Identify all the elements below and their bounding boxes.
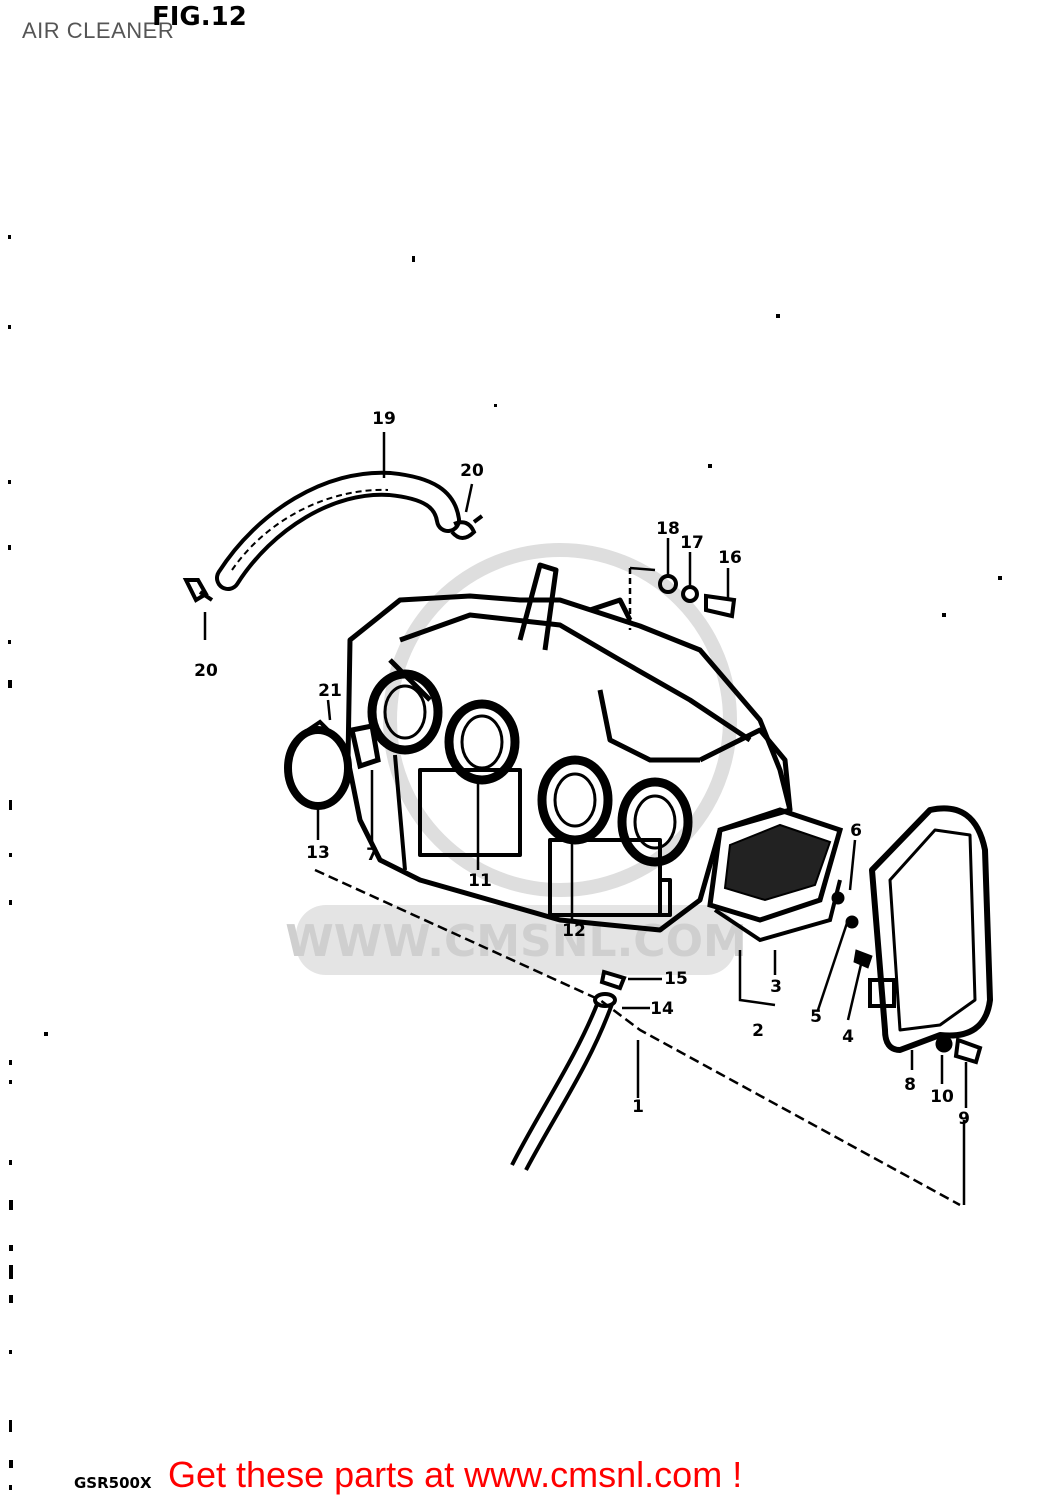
hose-19 (215, 470, 461, 591)
watermark-text: WWW.CMSNL.COM (285, 916, 747, 967)
callout-17: 17 (680, 533, 704, 553)
callout-11: 11 (468, 871, 492, 891)
model-code: GSR500X (74, 1474, 152, 1492)
callout-6: 6 (850, 821, 862, 841)
leader-lines (203, 432, 968, 1207)
hardware (599, 574, 983, 1065)
callout-18: 18 (656, 519, 680, 539)
callout-20-left: 20 (194, 661, 218, 681)
scan-specks (8, 235, 1002, 1490)
callout-8: 8 (904, 1075, 916, 1095)
cover-8 (869, 805, 993, 1053)
air-cleaner-housing (345, 562, 793, 933)
callout-15: 15 (664, 969, 688, 989)
callout-5: 5 (810, 1007, 822, 1027)
clamp-7 (349, 723, 381, 770)
callout-10: 10 (930, 1087, 954, 1107)
intake-ring-12 (537, 755, 613, 845)
band-13 (284, 719, 352, 810)
callout-20-top: 20 (460, 461, 484, 481)
clip-20-top (450, 514, 484, 540)
callout-1: 1 (632, 1097, 644, 1117)
callout-21: 21 (318, 681, 342, 701)
figure-label: FIG.12 (152, 2, 247, 32)
callout-7: 7 (366, 845, 378, 865)
callout-12: 12 (562, 921, 586, 941)
clip-20-left (182, 578, 214, 603)
callout-13: 13 (306, 843, 330, 863)
callout-3: 3 (770, 977, 782, 997)
intake-ring-11 (444, 699, 520, 785)
callout-4: 4 (842, 1027, 854, 1047)
callout-9: 9 (958, 1109, 970, 1129)
page-title: AIR CLEANER (22, 18, 175, 43)
callout-2: 2 (752, 1021, 764, 1041)
callout-19: 19 (372, 409, 396, 429)
callout-16: 16 (718, 548, 742, 568)
drain-tube-14 (510, 992, 617, 1171)
filter-element (707, 807, 844, 943)
get-parts-link[interactable]: Get these parts at www.cmsnl.com ! (168, 1454, 743, 1495)
intake-ring-left-1 (367, 669, 443, 755)
callout-14: 14 (650, 999, 674, 1019)
callouts: 19 20 20 18 17 16 21 13 7 11 12 6 3 2 5 … (194, 409, 970, 1129)
intake-ring-right (617, 777, 693, 867)
